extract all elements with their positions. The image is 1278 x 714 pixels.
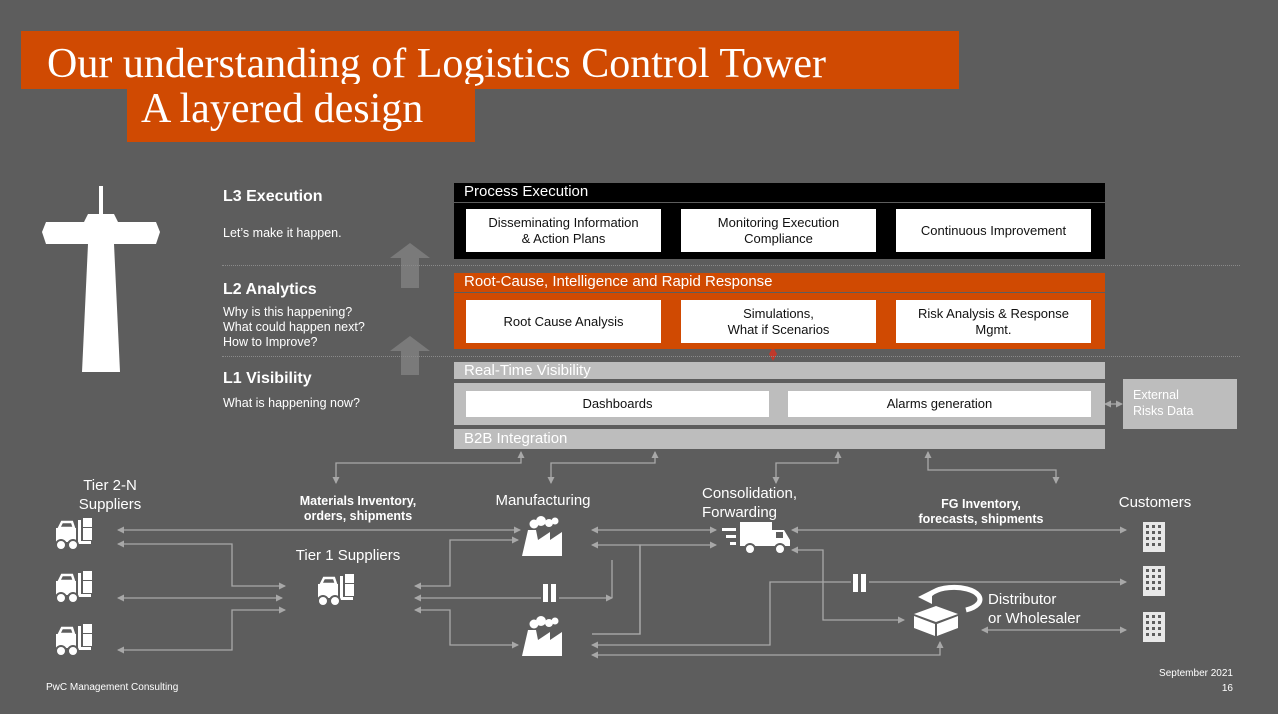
visibility-box-dashboards: Dashboards (466, 391, 769, 417)
level-desc-l1: What is happening now? (223, 396, 360, 410)
link-arrow-icon (769, 347, 777, 361)
footer-page-number: 16 (1221, 683, 1233, 694)
forklift-icon (54, 516, 94, 552)
visibility-layer-header: Real-Time Visibility (454, 362, 1105, 379)
level-desc-l3: Let’s make it happen. (223, 226, 342, 240)
level-separator (222, 356, 1240, 357)
building-icon (1143, 566, 1165, 596)
factory-icon (522, 616, 562, 656)
factory-icon (522, 516, 562, 556)
level-separator (222, 265, 1240, 266)
footer-company: PwC Management Consulting (46, 682, 179, 693)
inventory-marker-icon (541, 582, 559, 604)
execution-layer-header: Process Execution (454, 183, 1105, 202)
title-line1: Our understanding of Logistics Control T… (21, 31, 959, 89)
execution-box-disseminating: Disseminating Information & Action Plans (466, 209, 661, 252)
forklift-icon (316, 572, 356, 608)
visibility-box-alarms: Alarms generation (788, 391, 1091, 417)
analytics-layer-header: Root-Cause, Intelligence and Rapid Respo… (454, 273, 1105, 292)
execution-box-improvement: Continuous Improvement (896, 209, 1091, 252)
building-icon (1143, 612, 1165, 642)
analytics-box-risk: Risk Analysis & Response Mgmt. (896, 300, 1091, 343)
footer-date: September 2021 (1159, 668, 1233, 679)
truck-icon (722, 522, 790, 555)
external-risks-label: External Risks Data (1133, 388, 1194, 418)
analytics-box-root-cause: Root Cause Analysis (466, 300, 661, 343)
control-tower-icon (42, 186, 160, 372)
b2b-integration-bar: B2B Integration (454, 429, 1105, 449)
forklift-icon (54, 569, 94, 605)
materials-inventory-label: Materials Inventory, orders, shipments (299, 494, 417, 523)
distributor-box-icon (914, 584, 983, 636)
level-title-l2: L2 Analytics (223, 281, 317, 298)
distributor-label: Distributor or Wholesaler (988, 591, 1081, 627)
title-line2: A layered design (127, 84, 475, 142)
consolidation-label: Consolidation, Forwarding (702, 485, 798, 521)
execution-box-monitoring: Monitoring Execution Compliance (681, 209, 876, 252)
tier2-suppliers-label: Tier 2-N Suppliers (78, 477, 142, 513)
title-line2-text: A layered design (141, 86, 424, 132)
level-desc-l2: Why is this happening? What could happen… (223, 305, 365, 349)
external-risks-box: External Risks Data (1123, 379, 1237, 429)
inventory-marker-icon (851, 572, 869, 594)
level-title-l1: L1 Visibility (223, 370, 312, 387)
customers-label: Customers (1118, 494, 1192, 511)
building-icon (1143, 522, 1165, 552)
up-arrow-icon (390, 336, 430, 375)
title-line1-text: Our understanding of Logistics Control T… (47, 41, 827, 87)
manufacturing-label: Manufacturing (495, 492, 591, 509)
level-title-l3: L3 Execution (223, 188, 323, 205)
tier1-suppliers-label: Tier 1 Suppliers (295, 547, 401, 564)
forklift-icon (54, 622, 94, 658)
analytics-box-simulations: Simulations, What if Scenarios (681, 300, 876, 343)
fg-inventory-label: FG Inventory, forecasts, shipments (918, 497, 1044, 526)
